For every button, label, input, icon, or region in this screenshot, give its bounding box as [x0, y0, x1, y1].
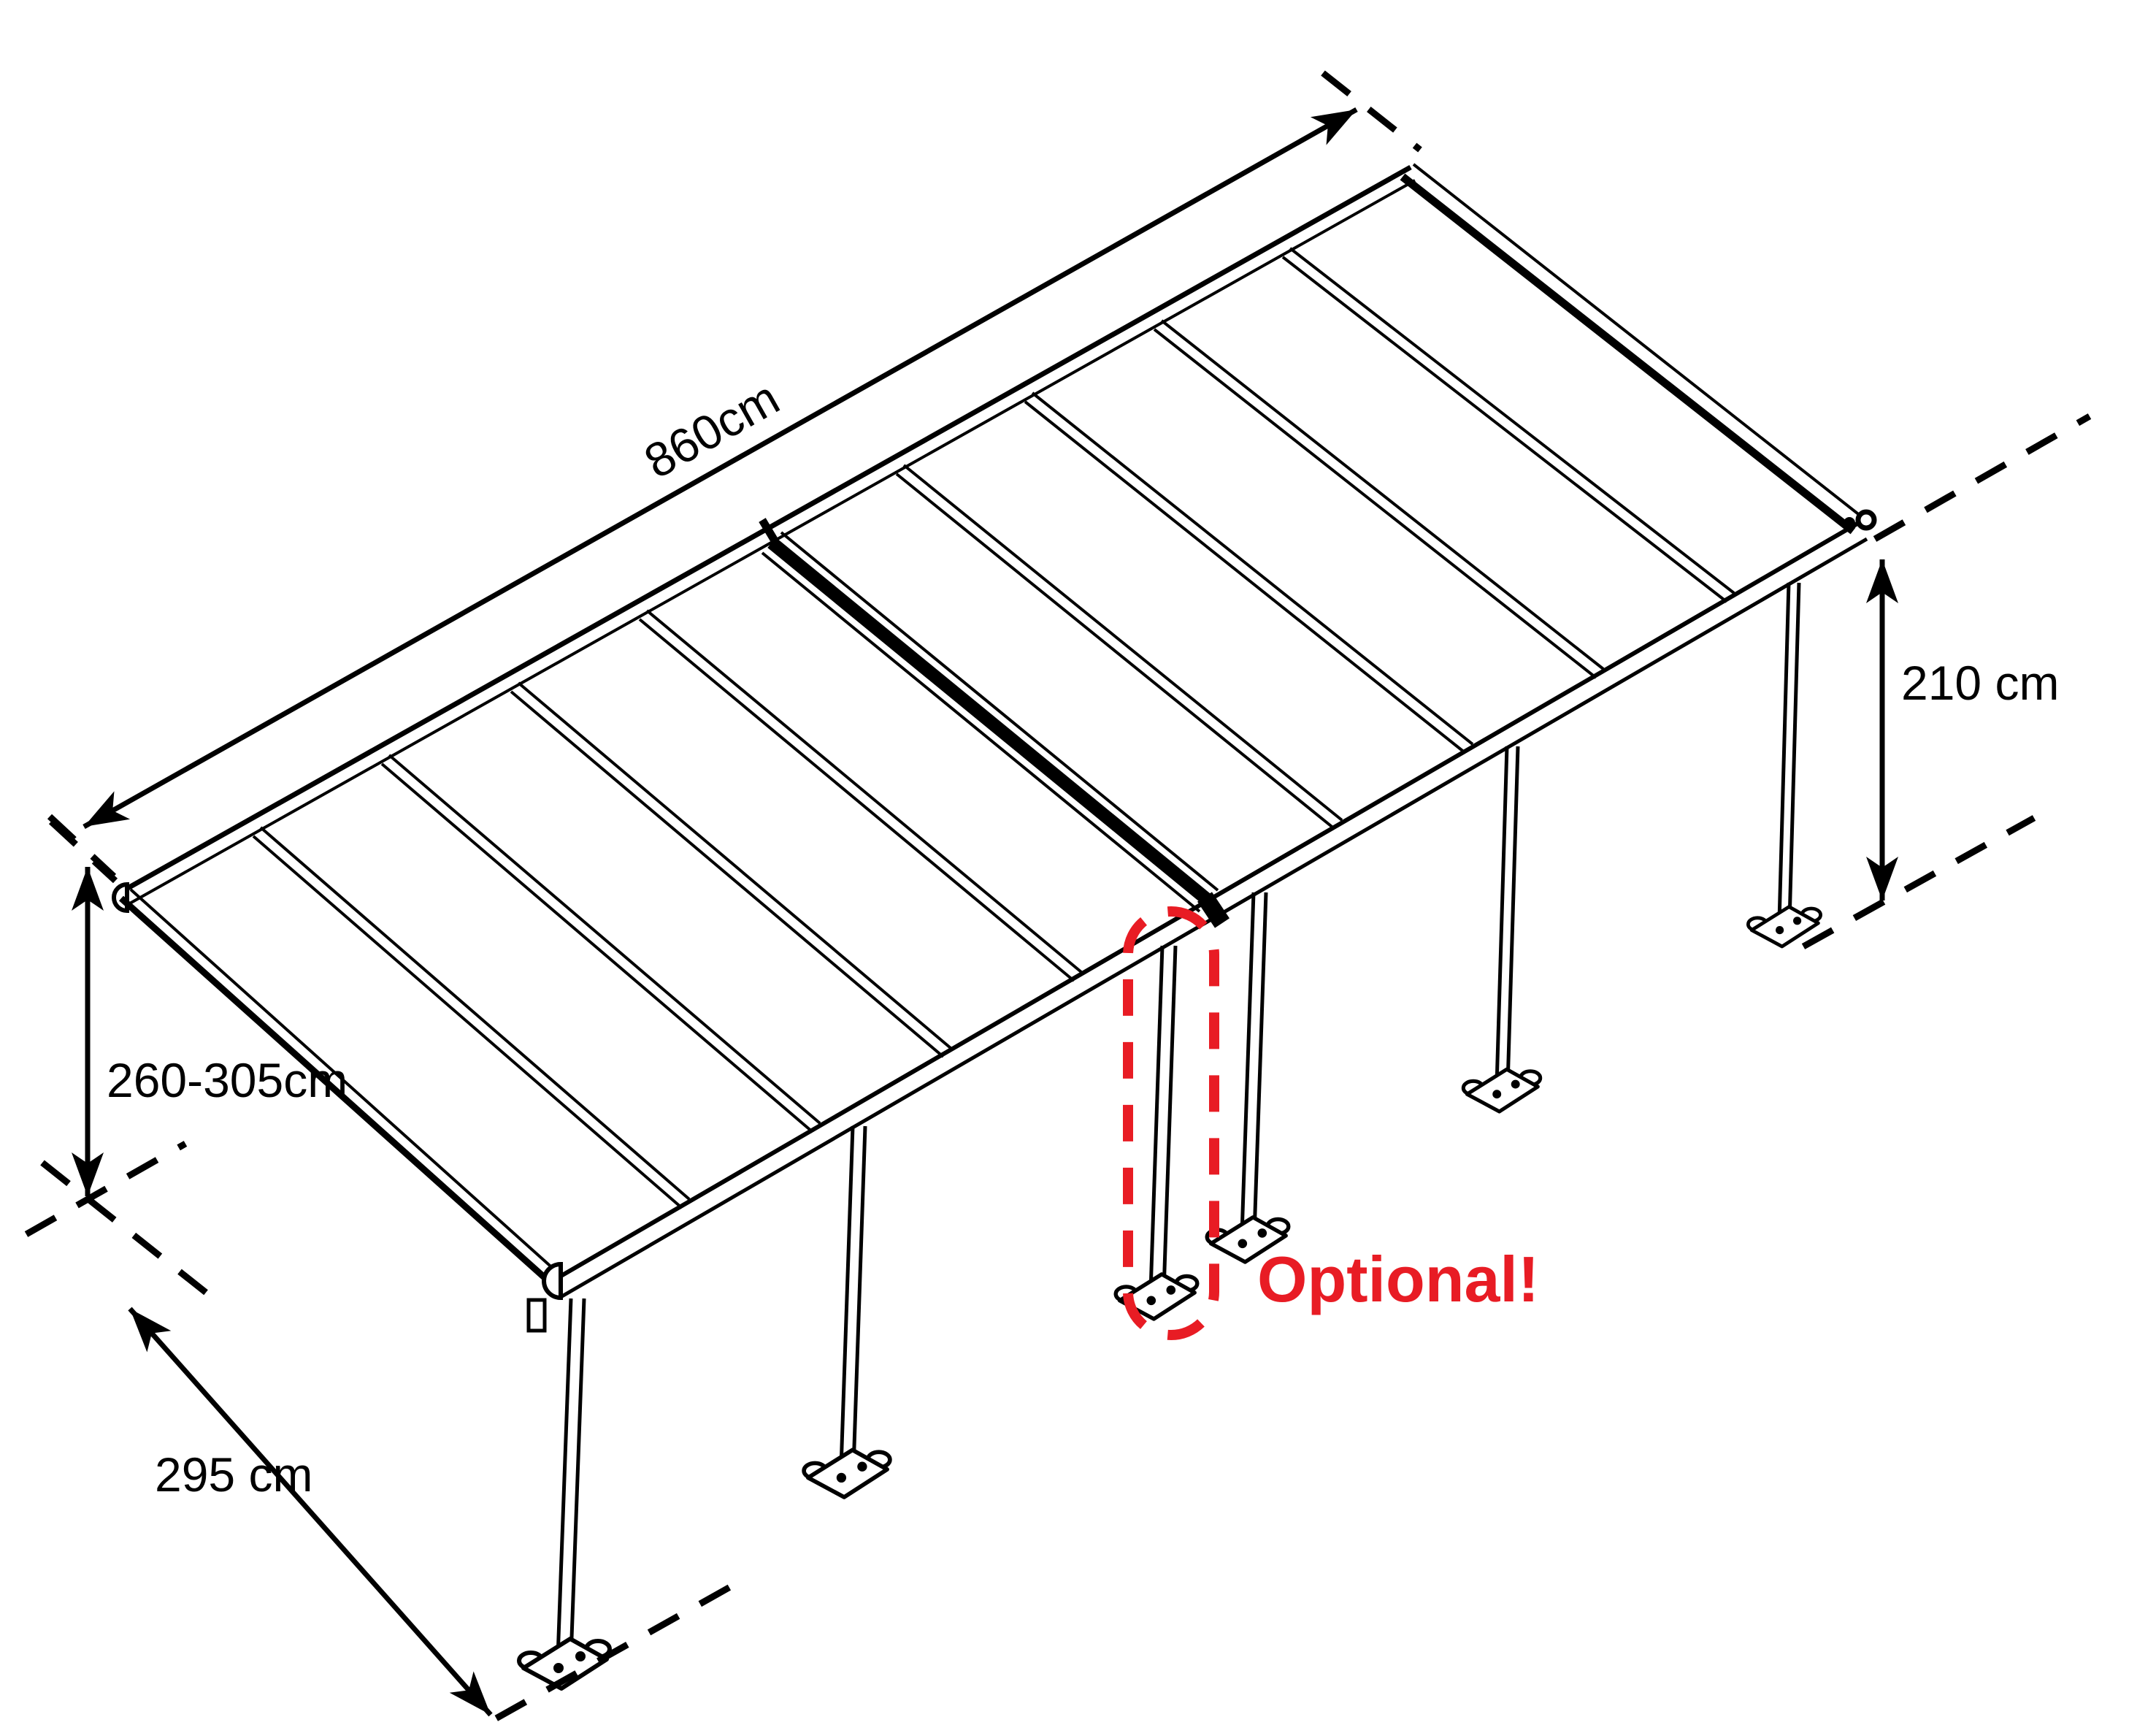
- rafter: [638, 618, 1075, 982]
- rafter: [895, 473, 1336, 830]
- post-optional: [1116, 945, 1197, 1319]
- post-2: [804, 1125, 890, 1497]
- gutter-wall-bracket: [526, 1298, 547, 1333]
- rafter: [380, 762, 814, 1133]
- post-front-left: [519, 1298, 610, 1688]
- support-posts: [519, 582, 1821, 1688]
- post-foot: [1463, 1069, 1540, 1112]
- rafter: [252, 835, 683, 1209]
- rafter: [1289, 247, 1735, 594]
- post-front-right: [1748, 582, 1820, 946]
- roof: [112, 163, 1877, 1333]
- post-line: [1495, 746, 1509, 1086]
- ground-reference-line: [40, 1160, 225, 1309]
- dimension-line: [83, 107, 1358, 830]
- roof-connector-profile: [761, 531, 1229, 928]
- gutter-right-end-ring: [1855, 509, 1877, 531]
- dimension-length: 860cm: [48, 70, 1422, 884]
- post-line: [1148, 945, 1165, 1292]
- optional-callout: Optional!: [1123, 906, 1539, 1340]
- post-line: [1505, 746, 1520, 1086]
- gutter-left-end-cap: [542, 1261, 563, 1301]
- roof-right-rim: [1400, 163, 1865, 535]
- post-line: [1240, 892, 1256, 1235]
- extension-line: [47, 814, 117, 879]
- gutter-right-end-nub: [1844, 517, 1855, 529]
- dimension-depth: 295 cm: [128, 1307, 744, 1725]
- rafter: [1031, 391, 1474, 746]
- optional-label: Optional!: [1257, 1243, 1539, 1315]
- dimension-wall-height: 260-305cm: [24, 814, 348, 1309]
- depth-dimension-label: 295 cm: [155, 1447, 312, 1502]
- ground-reference-line: [24, 1141, 188, 1237]
- ground-reference-line: [1801, 815, 2036, 949]
- extension-line: [1873, 413, 2092, 542]
- post-line: [1252, 892, 1268, 1235]
- wall-height-dimension-label: 260-305cm: [107, 1053, 348, 1107]
- gutter-bottom-line: [559, 537, 1868, 1299]
- rafter: [1153, 328, 1597, 679]
- post-foot: [804, 1450, 890, 1497]
- rafter: [517, 681, 952, 1049]
- post-line: [1162, 945, 1178, 1292]
- gutter-top-line: [553, 519, 1862, 1282]
- left-rim-inner: [129, 888, 564, 1279]
- roof-left-rim: [118, 888, 564, 1290]
- rafter: [388, 754, 821, 1125]
- rafter: [259, 826, 691, 1201]
- post-line: [851, 1125, 867, 1469]
- front-height-dimension-label: 210 cm: [1901, 656, 2059, 710]
- extension-line: [1321, 70, 1422, 153]
- post-line: [1787, 582, 1801, 922]
- roof-back-edge: [112, 164, 1416, 914]
- rafter: [1281, 256, 1728, 603]
- rafter: [1024, 400, 1467, 754]
- dimension-line: [128, 1307, 493, 1717]
- post-4: [1207, 892, 1289, 1262]
- left-rim-outer: [118, 895, 558, 1290]
- post-line: [1777, 582, 1791, 922]
- rafter: [510, 690, 945, 1058]
- right-rim-inner: [1412, 163, 1865, 520]
- connector-bar: [767, 538, 1213, 906]
- gutter-beam: [526, 509, 1877, 1333]
- post-line: [839, 1125, 855, 1469]
- post-line: [556, 1298, 573, 1659]
- connector-edge: [761, 551, 1201, 913]
- right-rim-outer: [1400, 173, 1856, 535]
- post-5: [1463, 746, 1540, 1112]
- dimension-front-height: 210 cm: [1801, 413, 2092, 949]
- post-line: [569, 1298, 586, 1659]
- optional-post-highlight-oval: [1123, 906, 1219, 1340]
- rafter: [902, 464, 1343, 822]
- rafter: [1160, 319, 1605, 670]
- rafter: [645, 609, 1083, 974]
- connector-edge: [780, 531, 1219, 892]
